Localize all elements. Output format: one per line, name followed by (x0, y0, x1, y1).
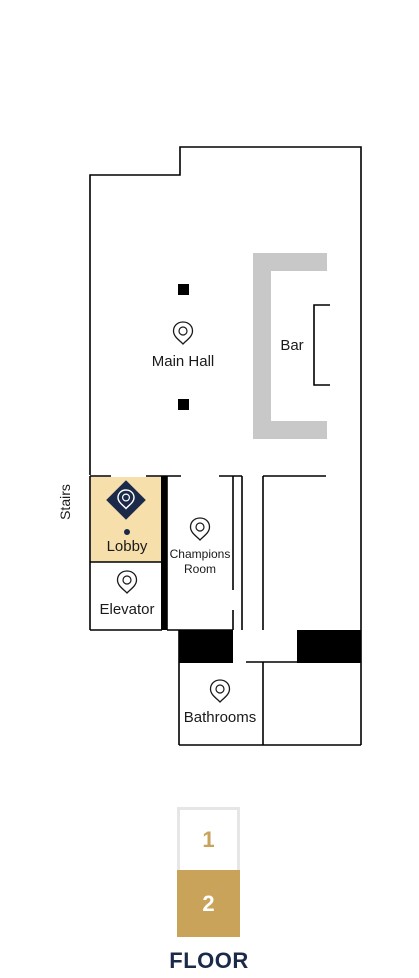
bathrooms-pin-icon[interactable] (209, 679, 231, 703)
bar-counter (253, 253, 327, 439)
champions-room-pin-icon[interactable] (189, 517, 211, 541)
champions-room-label-line2: Room (184, 562, 216, 576)
stairs-label: Stairs (57, 484, 73, 520)
wall-block-right (297, 630, 361, 663)
floor-plan-map: Main Hall Bar Stairs Lobby Elevator Cham… (57, 146, 362, 746)
elevator-pin-icon[interactable] (116, 570, 138, 594)
floor-1-button[interactable]: 1 (177, 807, 240, 870)
main-hall-label: Main Hall (152, 353, 215, 370)
partition-wall (161, 476, 167, 630)
floor-switcher: 1 2 (177, 807, 240, 937)
building-outline (89, 146, 362, 630)
wall-block-left (179, 630, 233, 663)
pillar (178, 284, 189, 295)
elevator-label: Elevator (99, 601, 154, 618)
pillar (178, 399, 189, 410)
bar-label: Bar (280, 337, 303, 354)
main-hall-pin-icon[interactable] (172, 321, 194, 345)
bathrooms-label: Bathrooms (184, 709, 257, 726)
lobby-label: Lobby (107, 538, 148, 555)
floor-caption: FLOOR (169, 948, 249, 973)
floor-2-button[interactable]: 2 (177, 870, 240, 937)
champions-room-label-line1: Champions (170, 547, 231, 561)
